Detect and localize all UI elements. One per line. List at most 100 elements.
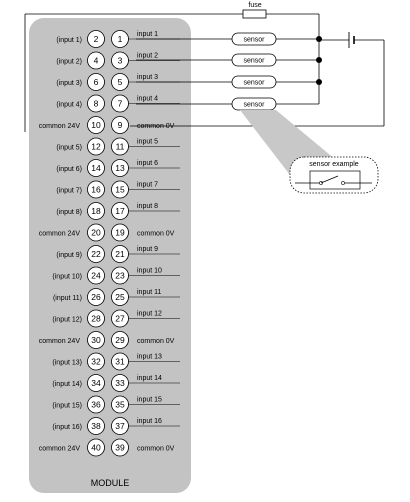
sensor-1-body: [231, 32, 277, 46]
terminal-pin-number-10: 10: [91, 120, 101, 130]
terminal-pin-number-40: 40: [91, 443, 101, 453]
sensor-2-label: sensor: [243, 58, 265, 65]
sensor-1: sensor: [231, 32, 277, 46]
sensor-3-body: [231, 75, 277, 89]
terminal-pin-32: [87, 352, 105, 371]
terminal-right-label-14: input 12: [137, 311, 162, 318]
terminal-pin-number-9: 9: [118, 120, 123, 130]
terminal-left-label-14: (input 12): [52, 317, 82, 324]
junction-2: [316, 57, 322, 63]
terminal-left-label-9: (input 8): [56, 209, 82, 216]
terminal-pin-18: [87, 202, 105, 220]
terminal-pin-number-18: 18: [91, 206, 101, 216]
terminal-pin-number-25: 25: [115, 292, 125, 302]
terminal-pin-9: [111, 116, 129, 134]
terminal-right-label-2: input 2: [137, 53, 158, 60]
terminal-pin-8: [87, 94, 105, 113]
terminal-right-label-3: input 3: [137, 74, 158, 81]
terminal-pin-number-16: 16: [91, 185, 101, 195]
terminal-pin-number-35: 35: [115, 400, 125, 410]
terminal-pin-number-6: 6: [94, 77, 99, 87]
terminal-right-label-10: common 0V: [137, 231, 175, 238]
terminal-pin-number-19: 19: [115, 228, 125, 238]
terminal-pin-number-11: 11: [116, 142, 125, 152]
terminal-pin-39: [111, 438, 129, 457]
terminal-pin-number-3: 3: [118, 56, 123, 66]
terminal-pin-number-7: 7: [118, 99, 123, 109]
terminal-pin-number-23: 23: [115, 271, 125, 281]
terminal-left-label-2: (input 2): [56, 59, 82, 66]
terminal-pin-number-24: 24: [91, 271, 101, 281]
terminal-pin-number-22: 22: [91, 249, 101, 259]
terminal-pin-24: [87, 266, 105, 285]
terminal-pin-36: [87, 395, 105, 414]
sensor-wiring: [136, 36, 322, 105]
sensor-3-label: sensor: [243, 80, 265, 87]
terminal-pin-number-26: 26: [91, 292, 101, 302]
terminal-left-label-5: common 24V: [39, 123, 81, 130]
terminal-pin-number-31: 31: [115, 357, 125, 367]
terminal-pin-26: [87, 288, 105, 306]
terminal-pin-2: [87, 30, 105, 48]
sensor-example-label: sensor example: [309, 161, 359, 168]
terminal-pin-14: [87, 159, 105, 177]
terminal-pin-6: [87, 73, 105, 91]
terminal-right-label-4: input 4: [137, 96, 158, 103]
terminal-left-label-3: (input 3): [56, 80, 82, 87]
terminal-right-label-7: input 6: [137, 160, 158, 167]
terminal-left-label-7: (input 6): [56, 166, 82, 173]
terminal-left-label-20: common 24V: [39, 446, 81, 453]
terminal-pin-number-29: 29: [115, 335, 125, 345]
terminal-right-label-17: input 14: [137, 375, 162, 382]
terminal-right-label-15: common 0V: [137, 338, 175, 345]
terminal-pin-number-2: 2: [94, 34, 99, 44]
terminal-pin-29: [111, 331, 129, 349]
sensor-4-label: sensor: [243, 102, 265, 109]
terminal-left-label-16: (input 13): [52, 360, 82, 367]
fuse-symbol: [242, 9, 267, 19]
terminal-pin-30: [87, 331, 105, 349]
terminal-right-label-6: input 5: [137, 139, 158, 146]
fuse-label: fuse: [248, 2, 261, 9]
terminal-pin-number-8: 8: [94, 99, 99, 109]
terminal-pin-number-34: 34: [91, 378, 101, 388]
terminal-pin-number-38: 38: [91, 421, 101, 431]
sensor-example-contact-right: [341, 181, 345, 185]
terminal-pin-34: [87, 374, 105, 392]
terminal-pin-number-15: 15: [115, 185, 125, 195]
terminal-pin-28: [87, 309, 105, 328]
terminal-left-label-11: (input 9): [56, 252, 82, 259]
terminal-left-label-18: (input 15): [52, 403, 82, 410]
terminal-pin-number-39: 39: [115, 443, 125, 453]
terminal-right-label-11: input 9: [137, 246, 158, 253]
terminal-right-label-13: input 11: [137, 289, 161, 296]
terminal-right-label-20: common 0V: [137, 446, 175, 453]
terminal-pin-20: [87, 223, 105, 242]
terminal-right-label-8: input 7: [137, 182, 158, 189]
terminal-pin-19: [111, 223, 129, 242]
terminal-pin-number-17: 17: [115, 206, 125, 216]
terminal-pin-number-27: 27: [115, 314, 125, 324]
junction-1: [316, 36, 322, 42]
terminal-pin-number-1: 1: [118, 34, 123, 44]
terminal-left-label-8: (input 7): [56, 188, 82, 195]
terminal-pin-number-32: 32: [91, 357, 101, 367]
terminal-right-label-1: input 1: [137, 31, 158, 38]
terminal-left-label-4: (input 4): [56, 102, 82, 109]
terminal-pin-number-30: 30: [91, 335, 101, 345]
terminal-right-label-16: input 13: [137, 354, 162, 361]
sensor-3: sensor: [231, 75, 277, 89]
junction-3: [316, 79, 322, 85]
terminal-pin-40: [87, 438, 105, 457]
terminal-pin-22: [87, 245, 105, 263]
terminal-pin-number-13: 13: [115, 163, 125, 173]
terminal-left-label-19: (input 16): [52, 424, 82, 431]
terminal-pin-number-12: 12: [91, 142, 101, 152]
sensor-2: sensor: [231, 53, 277, 67]
terminal-pin-number-37: 37: [115, 421, 125, 431]
terminal-left-label-6: (input 5): [56, 145, 82, 152]
terminal-left-label-12: (input 10): [52, 274, 82, 281]
terminal-right-label-5: common 0V: [137, 123, 175, 130]
